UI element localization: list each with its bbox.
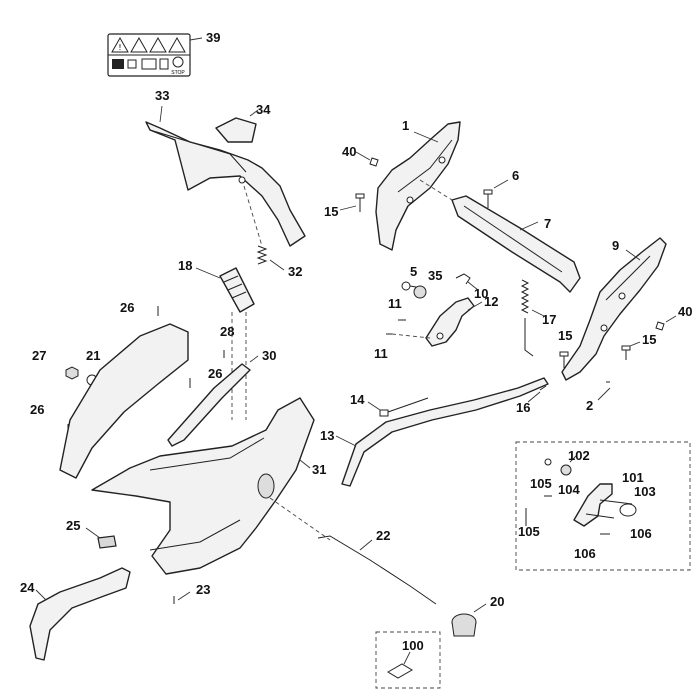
callout-11a: 11	[388, 296, 402, 311]
part-31-housing	[91, 397, 315, 575]
bolt-icon	[544, 458, 552, 466]
part-13-rod	[341, 377, 549, 487]
part-25-clip	[97, 535, 117, 549]
callout-39: 39	[206, 30, 220, 45]
stop-icon: STOP	[171, 56, 185, 76]
callout-101: 101	[622, 470, 644, 485]
callout-40b: 40	[678, 304, 692, 319]
part-20-knob	[451, 613, 477, 637]
callout-31: 31	[312, 462, 326, 477]
callout-33: 33	[155, 88, 169, 103]
callout-40a: 40	[342, 144, 356, 159]
svg-text:!: !	[118, 43, 121, 52]
callout-106a: 106	[630, 526, 652, 541]
callout-2: 2	[586, 398, 593, 413]
callout-22: 22	[376, 528, 390, 543]
part-101-lever	[573, 483, 613, 527]
callout-25: 25	[66, 518, 80, 533]
kit-box-100	[375, 631, 441, 689]
callout-1: 1	[402, 118, 409, 133]
part-22-rod	[317, 535, 437, 605]
part-30-lever	[167, 363, 251, 447]
callout-11b: 11	[374, 346, 388, 361]
manual-icon	[112, 58, 169, 70]
callout-26a: 26	[120, 300, 134, 315]
screw-icon	[621, 345, 631, 360]
part-34-cap	[215, 117, 257, 143]
callout-106b: 106	[574, 546, 596, 561]
screw-icon	[483, 189, 493, 208]
safety-label: ! STOP	[107, 33, 191, 77]
callout-26c: 26	[30, 402, 44, 417]
callout-24: 24	[20, 580, 35, 595]
part-1-bracket	[375, 121, 461, 251]
callout-105b: 105	[518, 524, 540, 539]
callout-17: 17	[542, 312, 556, 327]
callout-104: 104	[558, 482, 580, 497]
callout-26b: 26	[208, 366, 222, 381]
callout-15c: 15	[642, 332, 656, 347]
kit-box-101	[515, 441, 691, 571]
callout-28: 28	[220, 324, 234, 339]
callout-5: 5	[410, 264, 417, 279]
part-24-grip	[29, 567, 131, 661]
callout-16: 16	[516, 400, 530, 415]
callout-30: 30	[262, 348, 276, 363]
part-18-grill	[219, 267, 255, 313]
part-33-cover	[145, 121, 306, 247]
callout-10: 10	[474, 286, 488, 301]
callout-105a: 105	[530, 476, 552, 491]
part-9-bracket	[561, 237, 667, 381]
callout-32: 32	[288, 264, 302, 279]
screw-icon	[559, 351, 569, 368]
part-32-spring	[243, 185, 268, 265]
part-12-lever	[425, 297, 475, 347]
callout-103: 103	[634, 484, 656, 499]
callout-34: 34	[256, 102, 271, 117]
callout-12: 12	[484, 294, 498, 309]
callout-20: 20	[490, 594, 504, 609]
part-14-tie	[379, 397, 429, 417]
callout-23: 23	[196, 582, 210, 597]
callout-18: 18	[178, 258, 192, 273]
callout-15a: 15	[324, 204, 338, 219]
callout-15b: 15	[558, 328, 572, 343]
stop-text: STOP	[171, 70, 185, 76]
callout-27: 27	[32, 348, 46, 363]
nut-icon	[65, 366, 79, 380]
callout-13: 13	[320, 428, 334, 443]
part-17-spring	[520, 279, 534, 357]
warning-triangle-icon: !	[111, 36, 186, 53]
callout-35: 35	[428, 268, 442, 283]
callout-100: 100	[402, 638, 424, 653]
callout-9: 9	[612, 238, 619, 253]
callout-102: 102	[568, 448, 590, 463]
callout-7: 7	[544, 216, 551, 231]
part-housing-left	[59, 323, 189, 479]
screw-icon	[355, 193, 365, 212]
callout-6: 6	[512, 168, 519, 183]
callout-14: 14	[350, 392, 365, 407]
callout-21: 21	[86, 348, 100, 363]
